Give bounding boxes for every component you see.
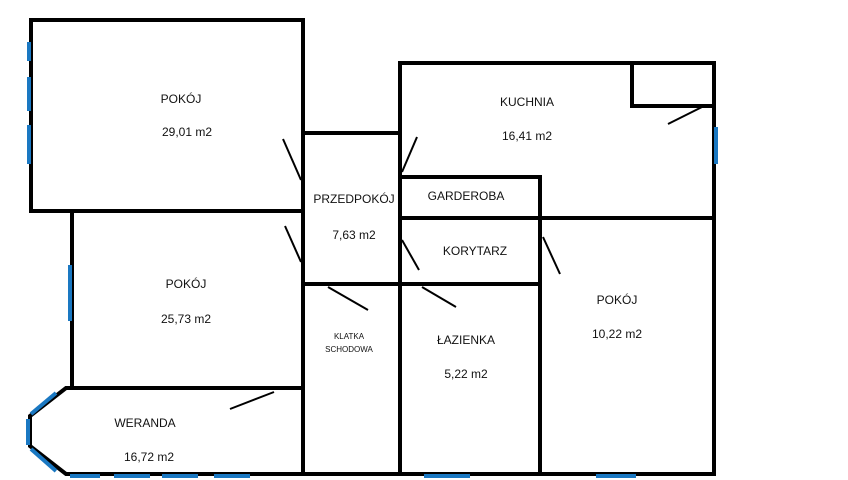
door-line <box>667 106 703 125</box>
room-name-korytarz: KORYTARZ <box>443 244 507 258</box>
room-name-pokoj-1: POKÓJ <box>161 91 202 106</box>
door-line <box>421 286 457 308</box>
room-pokoj-3-wall <box>538 216 716 476</box>
room-name-klatka-line-2: SCHODOWA <box>325 345 373 354</box>
room-pokoj-2-wall <box>70 209 305 390</box>
doors <box>229 106 703 410</box>
room-klatka-wall <box>301 282 402 476</box>
door-line <box>542 236 561 275</box>
room-area-przedpokoj: 7,63 m2 <box>332 228 376 242</box>
room-pokoj-1-wall <box>29 18 305 213</box>
walls <box>28 18 716 476</box>
room-name-pokoj-2: POKÓJ <box>166 276 207 291</box>
room-name-klatka-line-1: KLATKA <box>334 332 365 341</box>
room-name-pokoj-3: POKÓJ <box>597 292 638 307</box>
room-name-kuchnia: KUCHNIA <box>500 95 554 109</box>
door-line <box>401 239 420 271</box>
door-line <box>229 391 275 410</box>
room-area-weranda: 16,72 m2 <box>124 450 174 464</box>
kuchnia-nook-wall <box>630 61 716 108</box>
window <box>29 447 58 473</box>
room-area-pokoj-1: 29,01 m2 <box>162 125 212 139</box>
door-line <box>327 286 369 311</box>
room-przedpokoj-wall <box>301 131 402 286</box>
room-name-przedpokoj: PRZEDPOKÓJ <box>313 191 394 206</box>
door-line <box>284 225 302 263</box>
labels: POKÓJ 29,01 m2 KUCHNIA 16,41 m2 PRZEDPOK… <box>114 91 642 464</box>
room-name-lazienka: ŁAZIENKA <box>437 333 495 347</box>
room-area-pokoj-3: 10,22 m2 <box>592 327 642 341</box>
door-line <box>282 138 302 181</box>
window <box>29 391 58 416</box>
room-name-garderoba: GARDEROBA <box>428 189 505 203</box>
room-area-kuchnia: 16,41 m2 <box>502 129 552 143</box>
room-area-lazienka: 5,22 m2 <box>444 367 488 381</box>
door-line <box>401 136 418 173</box>
room-name-weranda: WERANDA <box>114 416 175 430</box>
windows <box>26 42 718 478</box>
room-area-pokoj-2: 25,73 m2 <box>161 312 211 326</box>
